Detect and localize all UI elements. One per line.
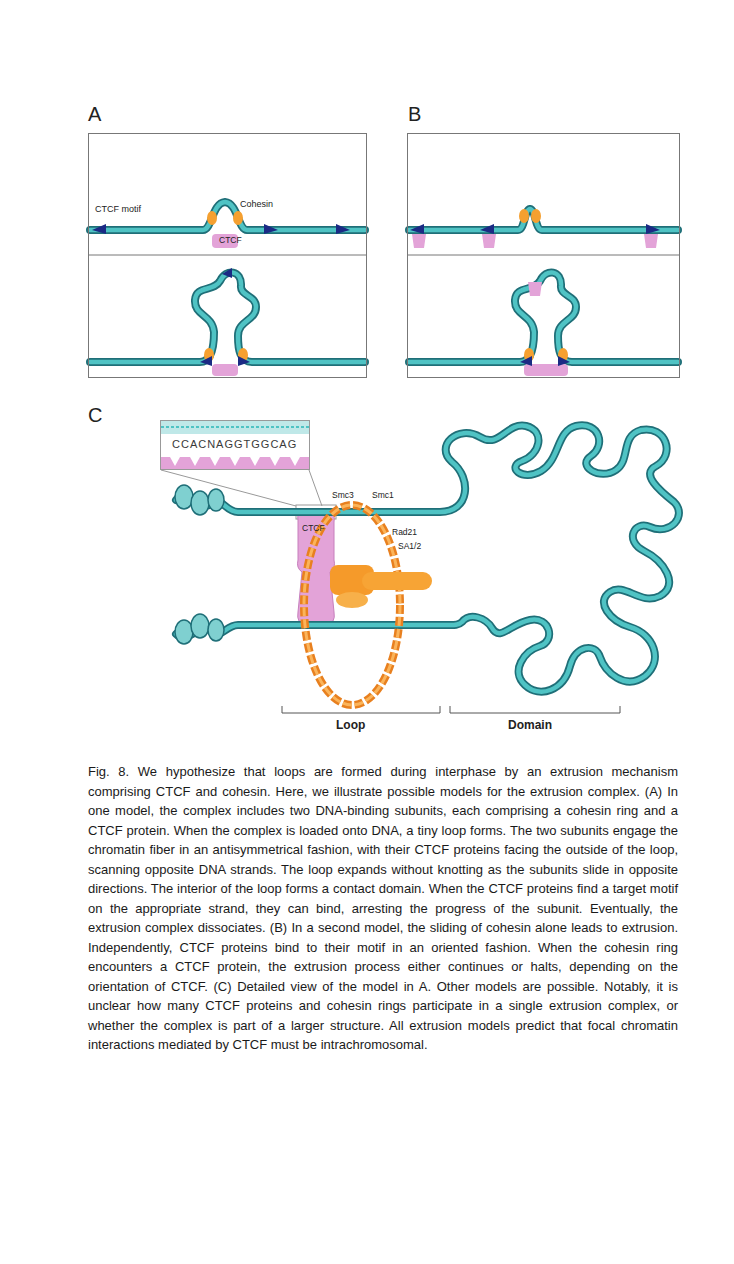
- panel-box: B: [407, 133, 680, 378]
- cohesin-ring: [207, 211, 217, 225]
- ctcf-motif: [264, 224, 278, 234]
- panel-divider: [407, 255, 680, 256]
- nucleosome: [175, 485, 224, 644]
- ctcf-motif: [92, 224, 106, 234]
- cohesin-ring: [531, 209, 541, 223]
- part-label: Smc3: [332, 491, 354, 500]
- ctcf-protein: [212, 364, 238, 376]
- sequence-inset: CCACNAGGTGGCAG: [160, 420, 310, 470]
- dna-strand-stripe: [161, 421, 309, 434]
- cohesin-ring: [233, 211, 243, 225]
- ctcf-motif: [200, 356, 212, 366]
- ctcf-motif: [480, 224, 494, 234]
- panel-letter: C: [88, 404, 102, 426]
- panel-divider: [88, 255, 367, 256]
- ctcf-motif: [410, 224, 424, 234]
- part-label: CTCF: [219, 236, 242, 245]
- part-label: CTCF motif: [95, 205, 141, 215]
- cohesin-ring: [304, 505, 400, 705]
- bracket-label: Domain: [508, 719, 552, 732]
- zoom-leader: [309, 470, 322, 506]
- ctcf-protein: [482, 234, 496, 248]
- ctcf-motif: [520, 356, 532, 366]
- cohesin-ring: [519, 209, 529, 223]
- part-label: Rad21: [392, 528, 417, 537]
- ctcf-protein: [412, 234, 426, 248]
- part-label: CTCF: [302, 524, 325, 533]
- part-label: Cohesin: [240, 200, 273, 210]
- dna-sequence: CCACNAGGTGGCAG: [172, 438, 297, 450]
- bracket: [282, 706, 440, 713]
- figure-caption: Fig. 8. We hypothesize that loops are fo…: [88, 762, 678, 1055]
- cohesin-ring-highlight: [304, 505, 400, 705]
- part-label: Smc1: [372, 491, 394, 500]
- panel-letter: B: [408, 103, 421, 125]
- ctcf-protein: [524, 364, 568, 376]
- ctcf-protein: [528, 282, 542, 296]
- ctcf-stripe: [161, 457, 309, 469]
- ctcf-motif: [222, 268, 232, 278]
- bracket-label: Loop: [336, 719, 365, 732]
- panel-box: ACTCF motifCohesinCTCF: [88, 133, 367, 378]
- ctcf-motif: [238, 356, 250, 366]
- ctcf-protein: [298, 512, 335, 624]
- ctcf-motif: [646, 224, 660, 234]
- ctcf-motif: [336, 224, 350, 234]
- bracket: [450, 706, 620, 713]
- ctcf-protein: [644, 234, 658, 248]
- ctcf-fingers: [170, 457, 300, 466]
- part-label: SA1/2: [398, 542, 421, 551]
- ctcf-motif: [558, 356, 570, 366]
- panel-letter: A: [88, 103, 101, 125]
- cohesin-head: [330, 565, 432, 608]
